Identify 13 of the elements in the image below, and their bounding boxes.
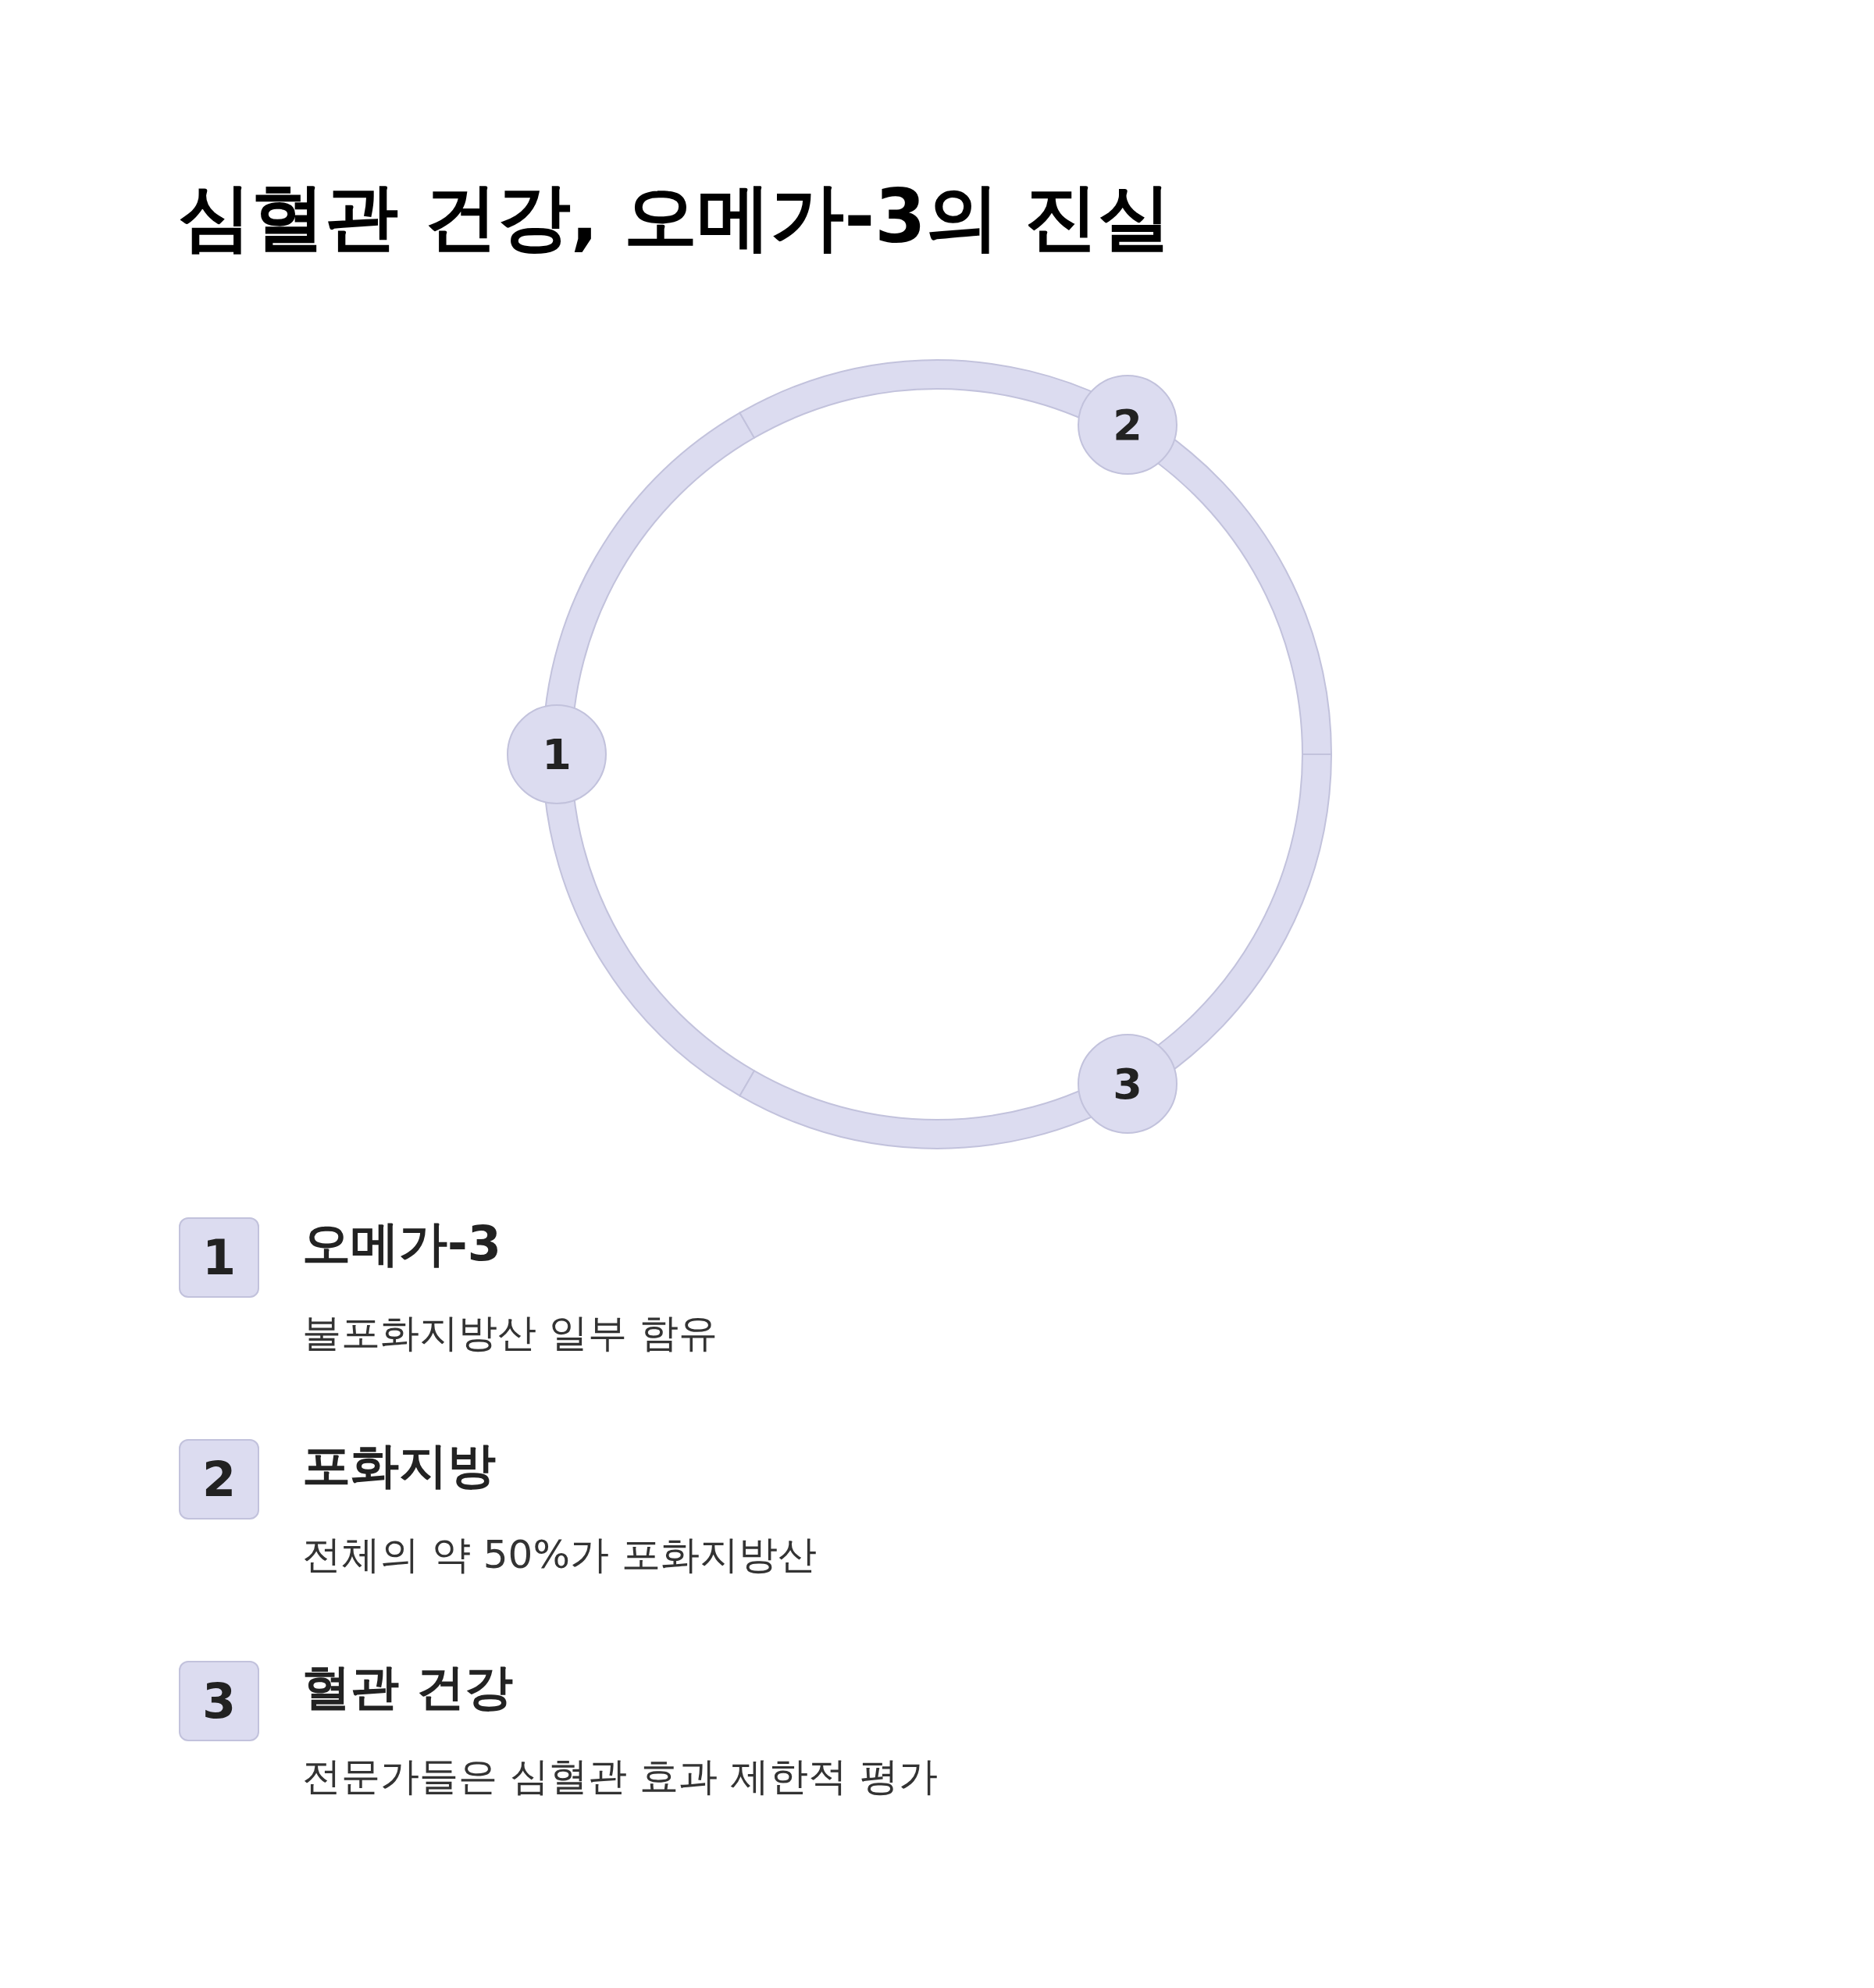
step-number-circle: 1 [507,704,607,804]
step-number-badge: 3 [179,1661,259,1741]
step-description: 전체의 약 50%가 포화지방산 [302,1531,817,1579]
step-description: 전문가들은 심혈관 효과 제한적 평가 [302,1753,938,1801]
step-number-circle: 2 [1078,375,1177,475]
step-number-badge: 2 [179,1439,259,1520]
step-number-badge: 1 [179,1217,259,1298]
title: 심혈관 건강, 오메가-3의 진실 [178,173,1172,261]
step-heading: 오메가-3 [302,1214,501,1274]
step-heading: 혈관 건강 [302,1658,513,1717]
step-heading: 포화지방 [302,1436,496,1495]
step-description: 불포화지방산 일부 함유 [302,1309,718,1357]
step-number-circle: 3 [1078,1034,1177,1134]
